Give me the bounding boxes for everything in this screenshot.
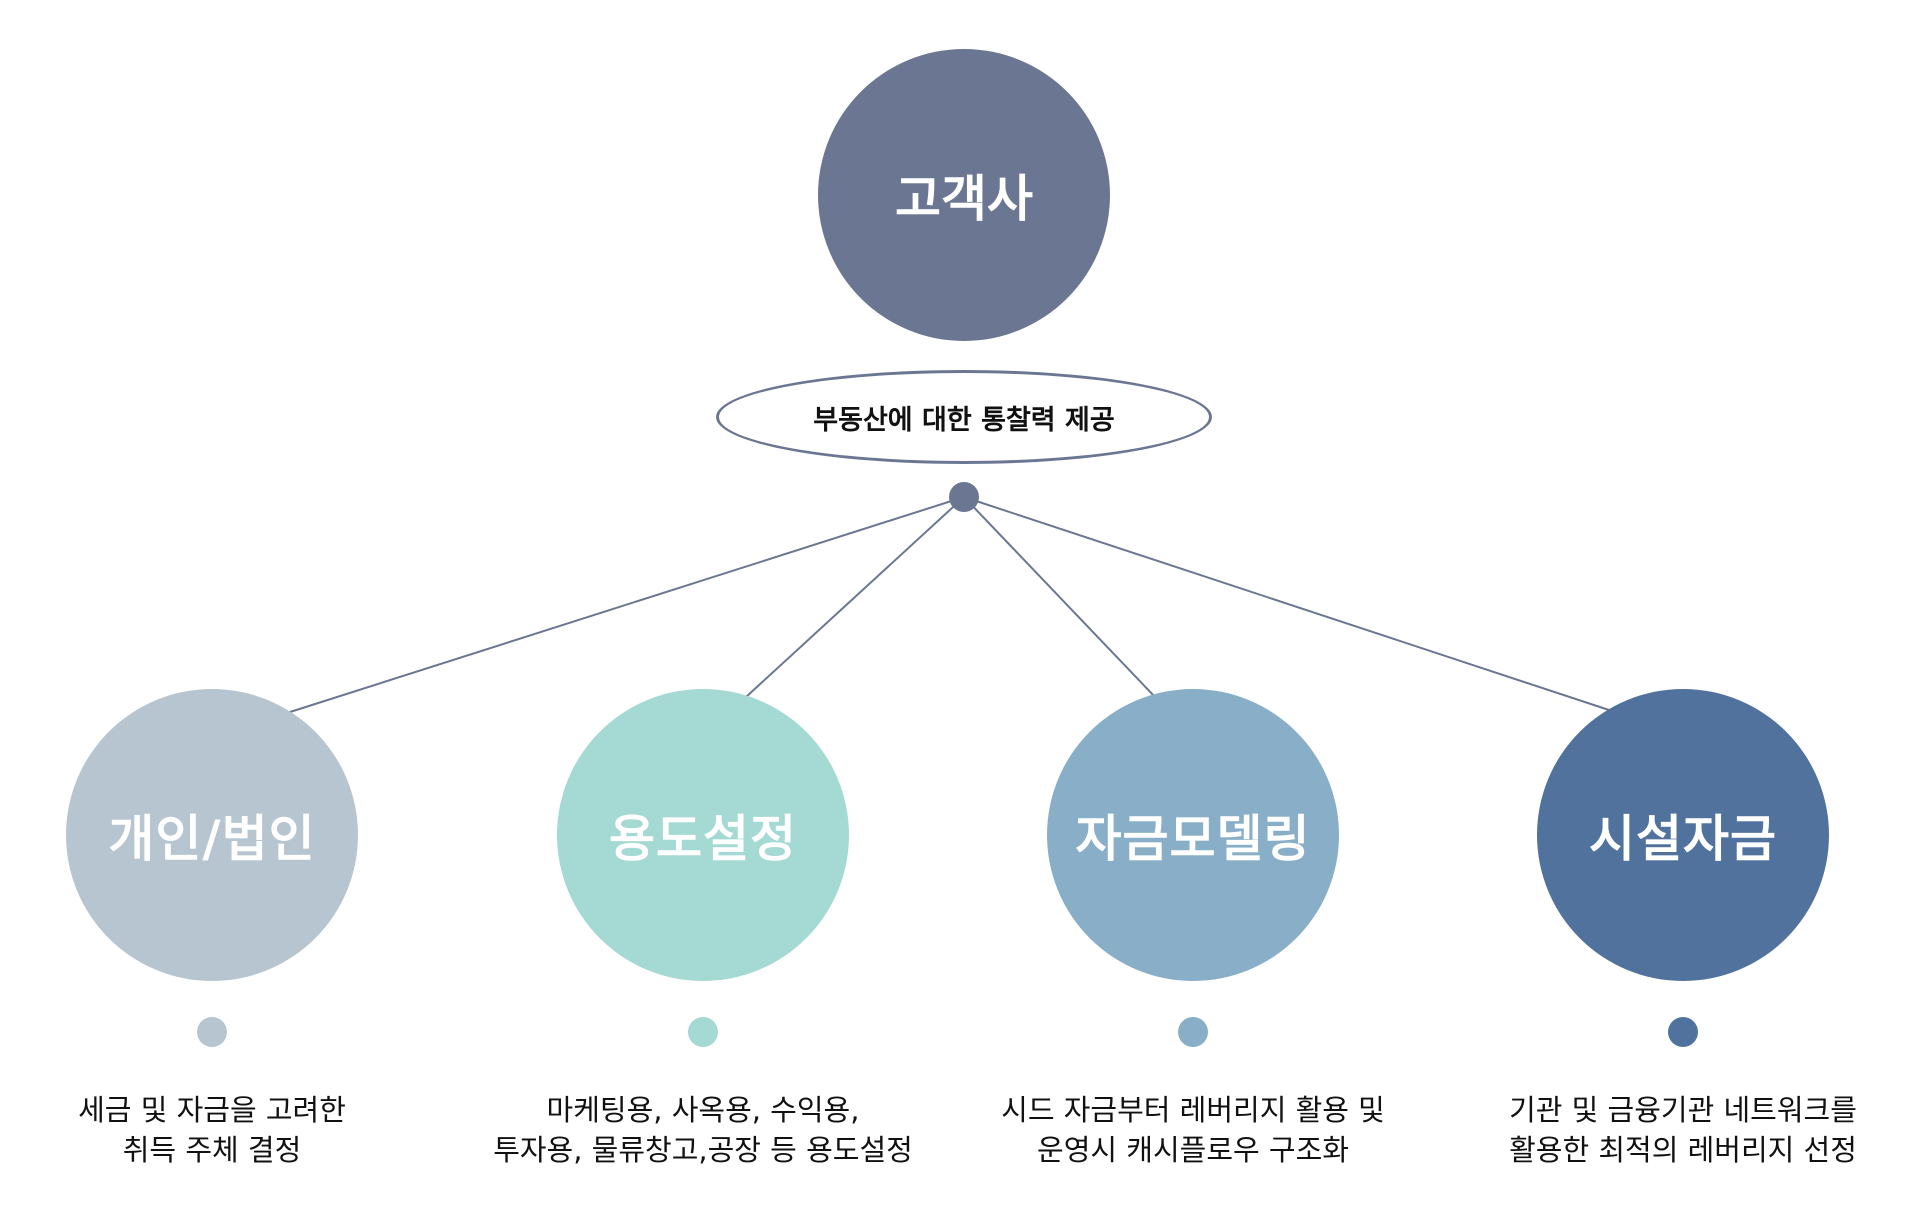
- category-node-usage: 용도설정: [557, 689, 849, 981]
- bullet-dot: [1668, 1017, 1698, 1047]
- category-node-individual-corporate: 개인/법인: [66, 689, 358, 981]
- category-description: 마케팅용, 사옥용, 수익용, 투자용, 물류창고,공장 등 용도설정: [493, 1093, 913, 1167]
- bullet-dot: [197, 1017, 227, 1047]
- root-label: 고객사: [895, 170, 1033, 228]
- category-label: 시설자금: [1589, 810, 1777, 868]
- category-description: 세금 및 자금을 고려한 취득 주체 결정: [78, 1093, 346, 1167]
- root-node: 고객사: [818, 49, 1110, 341]
- bullet-dot: [688, 1017, 718, 1047]
- category-node-facility-fund: 시설자금: [1537, 689, 1829, 981]
- connector-line-1: [289, 496, 965, 713]
- hub-dot: [949, 482, 979, 512]
- category-description: 기관 및 금융기관 네트워크를 활용한 최적의 레버리지 선정: [1509, 1093, 1857, 1167]
- connector-line-4: [963, 496, 1610, 711]
- category-label: 자금모델링: [1075, 810, 1311, 868]
- category-node-funding-model: 자금모델링: [1047, 689, 1339, 981]
- connector-line-3: [963, 496, 1156, 698]
- connector-line-2: [745, 496, 965, 698]
- subtitle-text: 부동산에 대한 통찰력 제공: [813, 404, 1115, 436]
- subtitle-pill: 부동산에 대한 통찰력 제공: [716, 370, 1212, 464]
- category-label: 개인/법인: [108, 810, 316, 868]
- category-description: 시드 자금부터 레버리지 활용 및 운영시 캐시플로우 구조화: [1001, 1093, 1385, 1167]
- category-label: 용도설정: [609, 810, 797, 868]
- bullet-dot: [1178, 1017, 1208, 1047]
